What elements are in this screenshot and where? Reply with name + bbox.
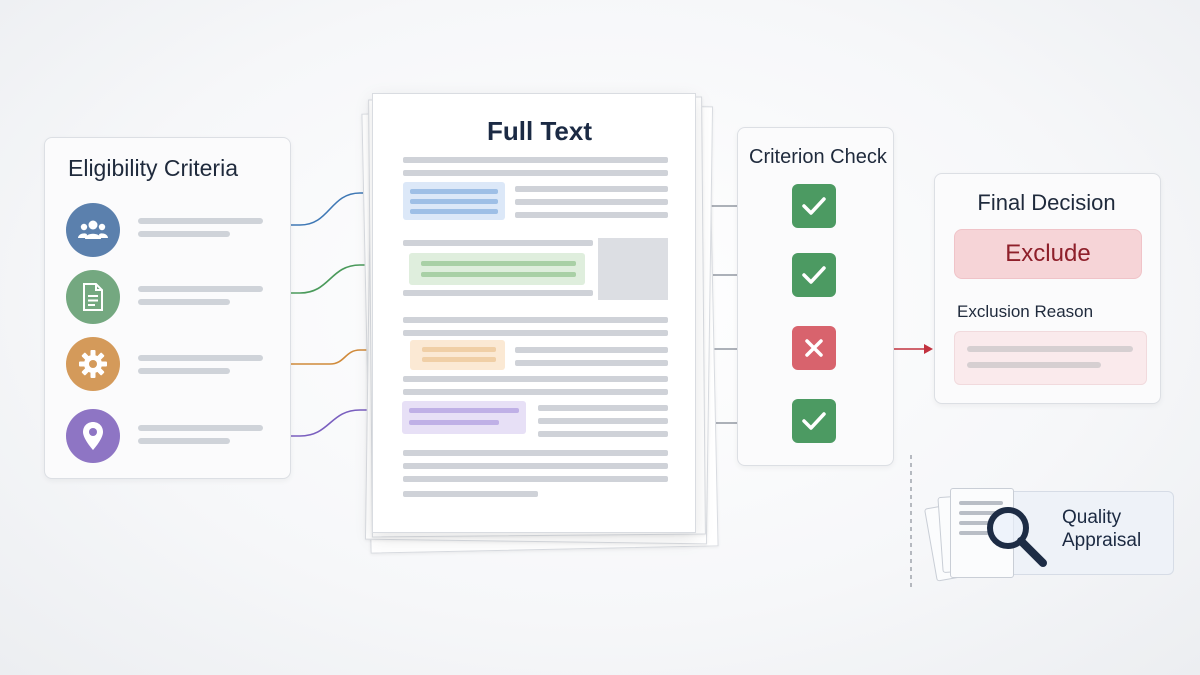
- text-line: [538, 405, 668, 411]
- gear-icon: [66, 337, 120, 391]
- criterion-check-title: Criterion Check: [749, 146, 887, 168]
- text-line: [538, 418, 668, 424]
- highlight-purple: [402, 401, 526, 434]
- full-text-document: [372, 93, 696, 533]
- text-line: [403, 463, 668, 469]
- full-text-title: Full Text: [487, 116, 592, 146]
- text-line: [403, 450, 668, 456]
- criterion-line: [138, 286, 263, 292]
- quality-appraisal-label: Quality Appraisal: [1062, 507, 1142, 551]
- check-pass-icon: [792, 253, 836, 297]
- text-line: [403, 389, 668, 395]
- text-line: [515, 186, 668, 192]
- criterion-line: [138, 299, 230, 305]
- check-pass-icon: [792, 399, 836, 443]
- highlight-blue: [403, 182, 505, 220]
- exclude-badge: Exclude: [954, 229, 1142, 279]
- text-line: [515, 199, 668, 205]
- text-line: [403, 317, 668, 323]
- check-fail-icon: [792, 326, 836, 370]
- criterion-line: [138, 218, 263, 224]
- text-line: [515, 360, 668, 366]
- text-line: [403, 476, 668, 482]
- criterion-line: [138, 438, 230, 444]
- criterion-line: [138, 425, 263, 431]
- text-line: [403, 170, 668, 176]
- eligibility-title: Eligibility Criteria: [68, 155, 238, 181]
- text-line: [515, 212, 668, 218]
- magnifier-icon: [987, 507, 1047, 567]
- image-placeholder: [598, 238, 668, 300]
- people-icon: [66, 203, 120, 257]
- text-line: [403, 330, 668, 336]
- final-decision-title: Final Decision: [977, 190, 1116, 215]
- check-pass-icon: [792, 184, 836, 228]
- connector-gear: [270, 349, 410, 365]
- text-line: [403, 157, 668, 163]
- text-line: [403, 376, 668, 382]
- quality-appraisal-card: [1000, 491, 1174, 575]
- document-icon: [66, 270, 120, 324]
- exclusion-reason-label: Exclusion Reason: [957, 302, 1094, 321]
- connector-people: [270, 192, 398, 226]
- highlight-green: [409, 253, 585, 285]
- text-line: [538, 431, 668, 437]
- connector-pin: [270, 409, 398, 437]
- connector-document: [270, 264, 408, 294]
- highlight-orange: [410, 340, 505, 370]
- criterion-line: [138, 368, 230, 374]
- text-line: [403, 290, 593, 296]
- criterion-line: [138, 355, 263, 361]
- criterion-line: [138, 231, 230, 237]
- exclusion-reason-box: [954, 331, 1147, 385]
- text-line: [515, 347, 668, 353]
- location-pin-icon: [66, 409, 120, 463]
- text-line: [403, 491, 538, 497]
- text-line: [403, 240, 593, 246]
